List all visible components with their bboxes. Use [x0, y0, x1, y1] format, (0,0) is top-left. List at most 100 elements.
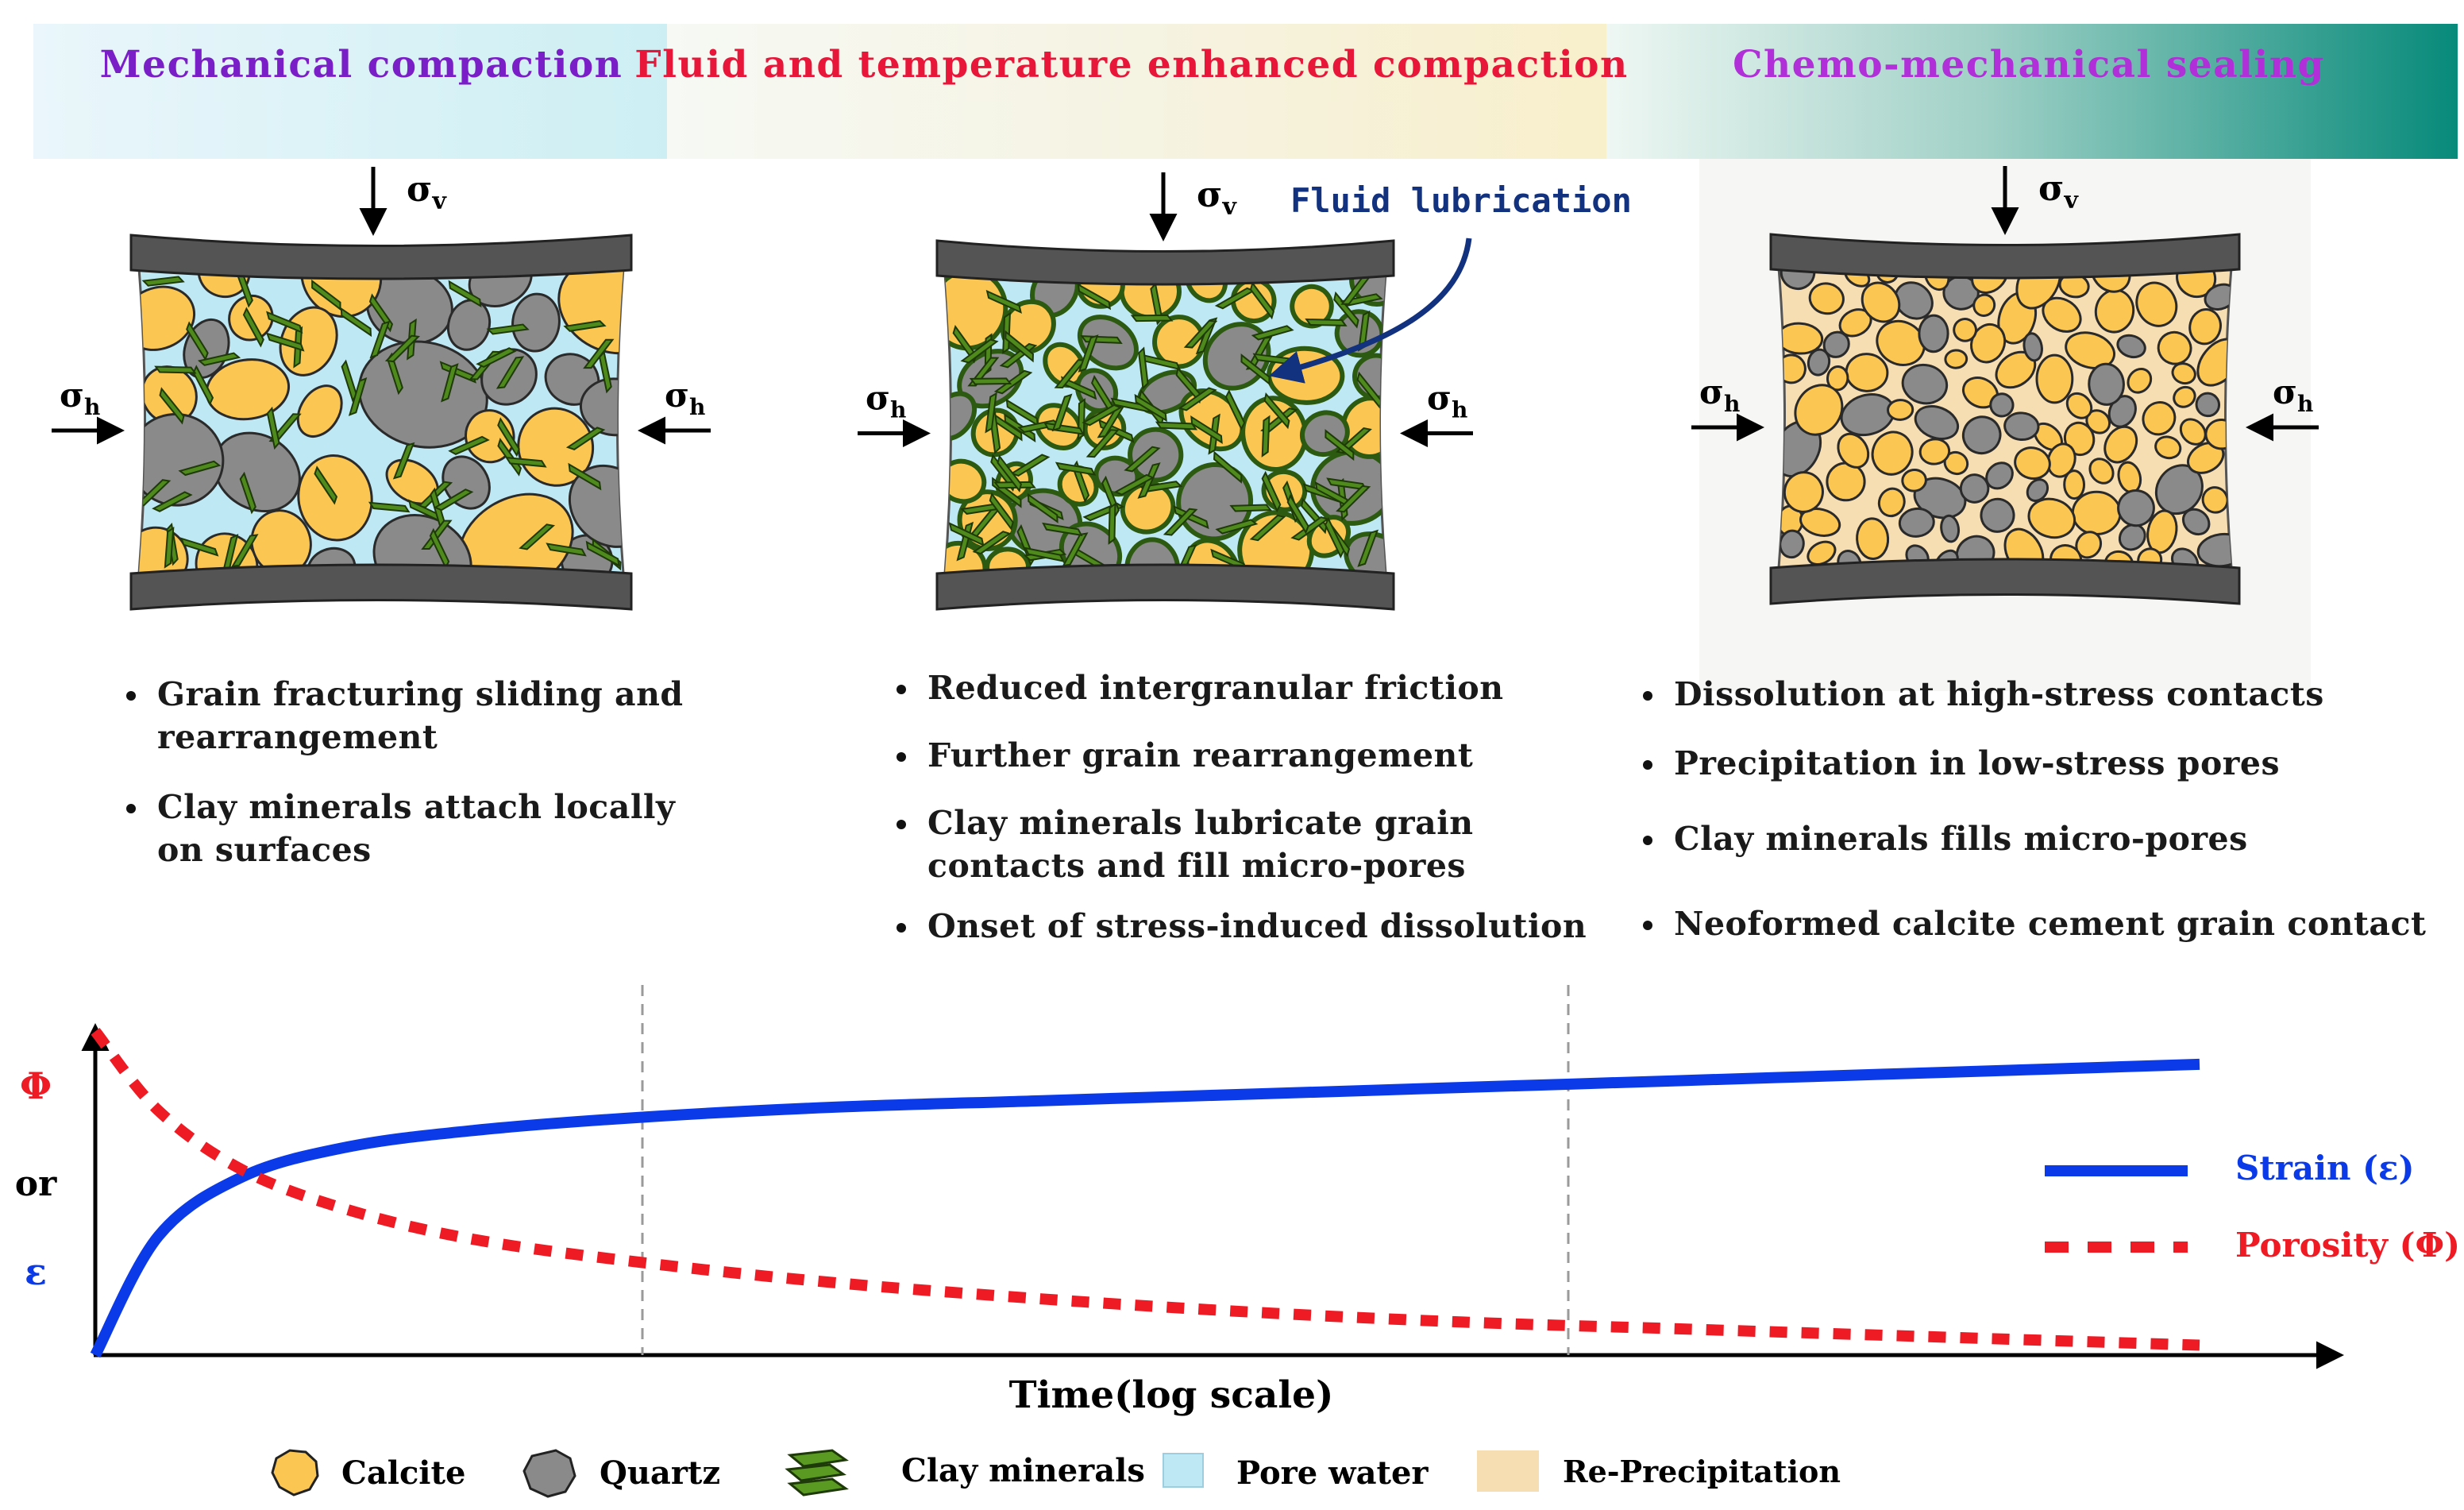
quartz-grain	[2088, 362, 2125, 406]
clay-flake	[179, 537, 219, 557]
clay-flake	[1358, 310, 1371, 352]
quartz-grain	[1959, 473, 1990, 504]
clay-flake	[1263, 392, 1290, 430]
quartz-grain	[1901, 363, 1949, 405]
calcite-grain	[2065, 392, 2093, 419]
top-platen	[1769, 233, 2241, 280]
material-legend: Calcite Quartz Clay minerals Pore water …	[271, 1449, 1841, 1498]
stage-title-1: Mechanical compaction	[100, 43, 623, 87]
sigma-h-label: σh	[60, 376, 100, 420]
calcite-grain	[2201, 486, 2229, 514]
clay-flake	[969, 377, 1012, 385]
clay-flake	[1251, 325, 1294, 341]
stage-band-2	[667, 24, 1606, 159]
chart-legend: Strain (ε) Porosity (Φ)	[2045, 1149, 2460, 1265]
clay-flake	[141, 276, 185, 287]
stage-title-3: Chemo-mechanical sealing	[1733, 43, 2325, 87]
calcite-grain	[2188, 308, 2222, 346]
bullet-text: Onset of stress-induced dissolution	[927, 907, 1587, 945]
clay-flake	[1240, 353, 1271, 386]
calcite-grain	[557, 268, 623, 355]
clay-flake	[563, 320, 607, 332]
clay-flake	[565, 427, 606, 450]
calcite-grain	[2103, 425, 2138, 464]
clay-flake	[1077, 283, 1112, 311]
bottom-platen	[1769, 558, 2241, 605]
calcite-grain	[2171, 362, 2196, 385]
calcite-grain	[250, 509, 312, 573]
calcite-grain	[945, 458, 987, 504]
clay-flake	[1229, 504, 1273, 512]
quartz-grain	[945, 391, 978, 442]
clay-flake	[1130, 314, 1174, 322]
stage-dividers	[641, 985, 1570, 1355]
quartz-grain	[1914, 405, 1960, 440]
calcite-grain	[1901, 468, 1927, 492]
legend-quartz-label: Quartz	[600, 1454, 720, 1492]
y-label-or: or	[15, 1164, 57, 1204]
clay-flake	[1055, 461, 1097, 476]
calcite-grain	[2157, 330, 2192, 365]
calcite-grain	[296, 384, 343, 438]
calcite-grain	[2046, 442, 2076, 478]
clay-minerals-icon	[785, 1449, 849, 1496]
clay-flake	[1261, 470, 1282, 513]
calcite-grain	[1794, 384, 1844, 436]
clay-flake	[997, 454, 1022, 492]
clay-flake	[392, 442, 415, 480]
clay-flake	[1150, 282, 1163, 326]
clay-flake	[1333, 291, 1359, 329]
quartz-grain	[2116, 334, 2146, 359]
calcite-grain	[2154, 435, 2182, 460]
bullet-text: Clay minerals attach locally	[157, 788, 676, 826]
clay-flake	[1261, 415, 1271, 458]
clay-flake	[1356, 371, 1382, 409]
calcite-grain	[1887, 399, 1915, 421]
clay-flake	[1110, 397, 1151, 413]
quartz-grain	[579, 377, 623, 437]
quartz-grain	[1985, 461, 2014, 490]
quartz-grain	[2117, 489, 2155, 527]
clay-flake	[1215, 519, 1259, 535]
calcite-grain	[1861, 281, 1901, 323]
quartz-grain	[2107, 395, 2137, 428]
stage-header-band: Mechanical compaction Fluid and temperat…	[33, 24, 2458, 159]
calcite-grain	[2065, 331, 2115, 369]
calcite-grain	[1779, 322, 1824, 355]
clay-flake	[952, 324, 978, 364]
quartz-grain	[2195, 392, 2221, 418]
chart-curves	[90, 1027, 2200, 1358]
porosity-curve	[91, 1027, 2200, 1351]
legend-calcite-label: Calcite	[341, 1454, 465, 1492]
sigma-h-label: σh	[665, 376, 705, 420]
clay-flake	[989, 492, 1014, 531]
calcite-grain	[2179, 418, 2207, 446]
clay-flake	[1108, 502, 1116, 545]
top-platen	[129, 234, 633, 280]
clay-flake	[583, 338, 615, 369]
bullet-dot	[126, 691, 136, 701]
calcite-icon	[271, 1449, 319, 1496]
x-axis-label: Time(log scale)	[1009, 1373, 1334, 1417]
clay-flake	[568, 462, 602, 491]
quartz-grain	[1980, 497, 2015, 533]
quartz-grain	[1961, 415, 2002, 455]
sigma-v-label: σv	[1197, 175, 1237, 221]
quartz-grain	[1128, 427, 1184, 483]
clay-flake	[311, 279, 341, 311]
clay-flake	[448, 280, 482, 308]
bullet-text: Clay minerals fills micro-pores	[1674, 820, 2248, 858]
calcite-grain	[1856, 517, 1890, 560]
clay-flake	[1260, 407, 1298, 434]
calcite-grain	[2063, 469, 2086, 500]
clay-flake	[505, 456, 547, 468]
clay-flake	[265, 332, 305, 352]
clay-flake	[1051, 393, 1073, 432]
clay-flake	[1078, 334, 1099, 373]
clay-flake	[1155, 421, 1198, 431]
quartz-grain	[1894, 281, 1934, 320]
calcite-grain	[1877, 487, 1906, 518]
